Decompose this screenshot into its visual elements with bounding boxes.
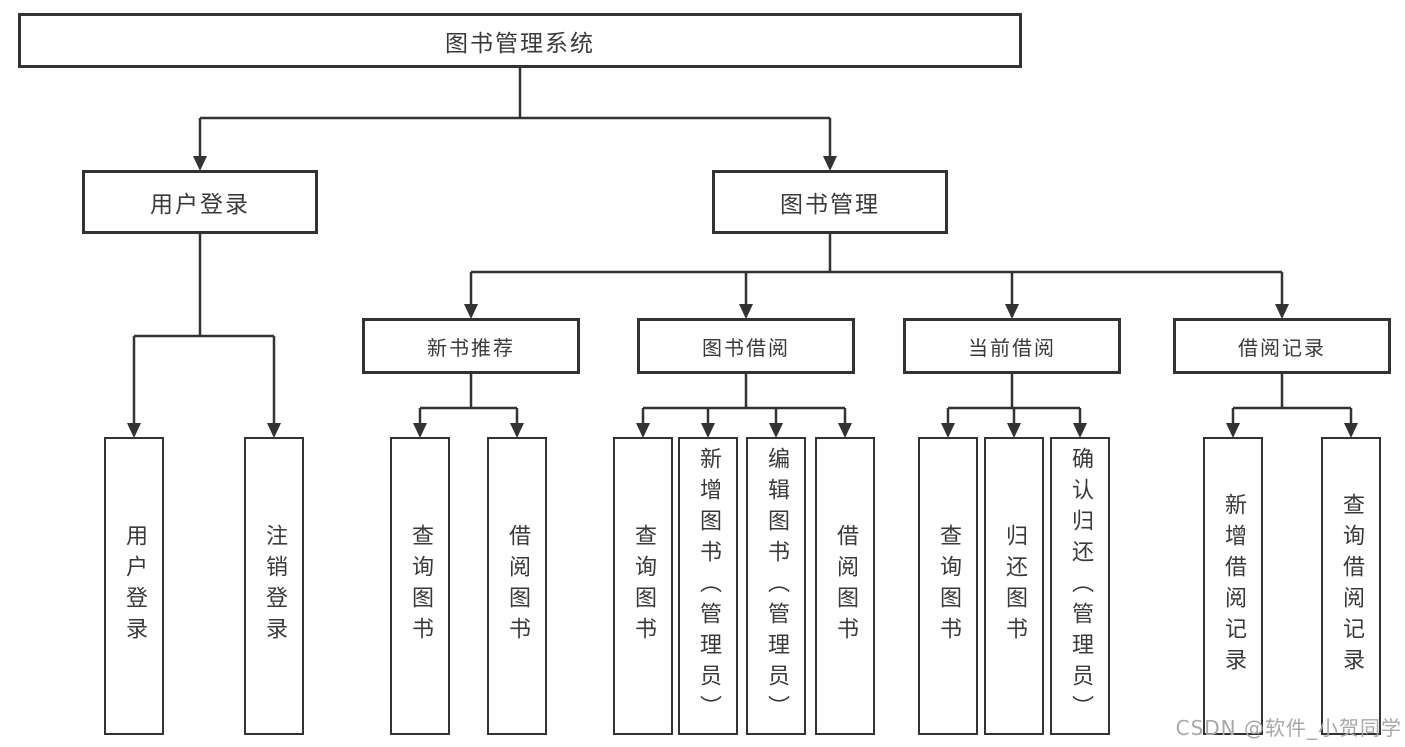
- node-label: 查询图书: [408, 524, 433, 648]
- node-label: 用户登录: [122, 524, 147, 648]
- leaf-add-book-admin: 新增图书（管理员）: [678, 437, 738, 735]
- leaf-add-borrow-record: 新增借阅记录: [1203, 437, 1263, 735]
- leaf-return-book: 归还图书: [984, 437, 1044, 735]
- node-label: 新增图书（管理员）: [696, 446, 721, 726]
- node-label: 新增借阅记录: [1221, 493, 1246, 679]
- leaf-query-book-borrow: 查询图书: [613, 437, 673, 735]
- node-root-system: 图书管理系统: [18, 13, 1022, 68]
- leaf-borrow-book-recommend: 借阅图书: [487, 437, 547, 735]
- leaf-query-book-recommend: 查询图书: [390, 437, 450, 735]
- node-label: 借阅图书: [833, 524, 858, 648]
- node-label: 借阅记录: [1238, 335, 1326, 360]
- node-label: 借阅图书: [505, 524, 530, 648]
- leaf-query-borrow-record: 查询借阅记录: [1321, 437, 1381, 735]
- node-book-borrow: 图书借阅: [637, 318, 855, 374]
- node-new-book-recommend: 新书推荐: [362, 318, 580, 374]
- node-label: 图书管理: [780, 192, 880, 218]
- node-label: 用户登录: [150, 192, 250, 218]
- node-label: 查询借阅记录: [1339, 493, 1364, 679]
- node-user-login: 用户登录: [82, 170, 318, 234]
- node-label: 图书管理系统: [445, 30, 595, 57]
- node-book-management: 图书管理: [712, 170, 948, 234]
- leaf-borrow-book: 借阅图书: [815, 437, 875, 735]
- node-label: 新书推荐: [427, 335, 515, 360]
- leaf-logout: 注销登录: [244, 437, 304, 735]
- arrowhead-icons: [127, 156, 1358, 438]
- node-label: 当前借阅: [968, 335, 1056, 360]
- node-current-borrow: 当前借阅: [903, 318, 1121, 374]
- leaf-user-login: 用户登录: [104, 437, 164, 735]
- node-label: 图书借阅: [702, 335, 790, 360]
- node-label: 编辑图书（管理员）: [764, 446, 789, 726]
- node-label: 查询图书: [631, 524, 656, 648]
- node-borrow-record: 借阅记录: [1173, 318, 1391, 374]
- leaf-query-book-current: 查询图书: [918, 437, 978, 735]
- node-label: 查询图书: [936, 524, 961, 648]
- leaf-confirm-return-admin: 确认归还（管理员）: [1050, 437, 1110, 735]
- leaf-edit-book-admin: 编辑图书（管理员）: [746, 437, 806, 735]
- node-label: 注销登录: [262, 524, 287, 648]
- node-label: 归还图书: [1002, 524, 1027, 648]
- node-label: 确认归还（管理员）: [1068, 446, 1093, 726]
